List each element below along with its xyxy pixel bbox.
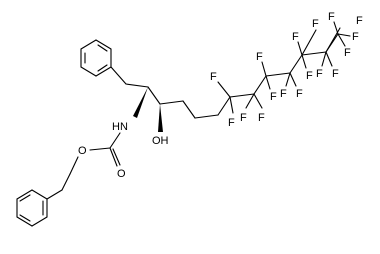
phenyl-ring-upper <box>80 39 112 77</box>
fluorine-label: F <box>270 91 277 103</box>
fluorine-label: F <box>280 88 287 100</box>
nh-label: HN <box>112 121 128 133</box>
carbamate-group: HN O O <box>61 121 128 191</box>
fluorine-label: F <box>210 71 217 83</box>
carbonyl-oxygen-label: O <box>117 168 126 180</box>
backbone <box>110 33 339 119</box>
fluorine-label: F <box>306 70 313 82</box>
hydroxyl-label: OH <box>152 135 169 147</box>
stereo-bonds <box>133 87 163 132</box>
fluorine-label: F <box>344 47 351 59</box>
fluorine-label: F <box>352 31 359 43</box>
fluorine-label: F <box>312 18 319 30</box>
fluorine-label: F <box>292 31 299 43</box>
fluorine-label: F <box>316 68 323 80</box>
fluorine-substituents: F F F F F F F F F F F F F F F F F <box>210 11 363 129</box>
phenyl-ring-lower <box>16 189 63 227</box>
fluorine-label: F <box>332 68 339 80</box>
fluorine-label: F <box>258 112 265 124</box>
fluorine-label: F <box>356 15 363 27</box>
fluorine-label: F <box>256 51 263 63</box>
fluorine-label: F <box>296 88 303 100</box>
fluorine-label: F <box>240 112 247 124</box>
fluorine-label: F <box>328 11 335 23</box>
ester-oxygen-label: O <box>78 145 87 157</box>
fluorine-label: F <box>228 117 235 129</box>
